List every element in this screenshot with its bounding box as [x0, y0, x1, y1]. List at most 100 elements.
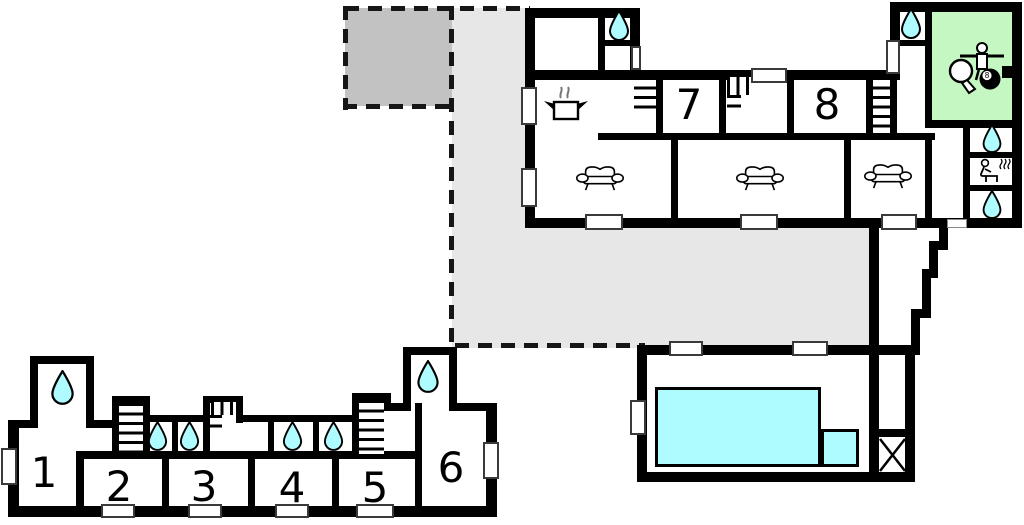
- wall: [384, 393, 391, 411]
- water-drop-icon: [982, 124, 1002, 153]
- billiard-8-ball-icon: 8: [979, 68, 1001, 90]
- water-drop-icon: [982, 190, 1002, 219]
- water-drop-icon: [608, 10, 630, 41]
- terrace-annex-square: [345, 8, 452, 106]
- hot-tub: [821, 429, 859, 467]
- wall: [30, 356, 94, 364]
- stairs-icon: [727, 95, 741, 112]
- room-8-number: 8: [813, 79, 841, 129]
- dashed-boundary: [343, 6, 348, 110]
- wall: [352, 393, 391, 400]
- wall: [268, 415, 274, 459]
- wall: [92, 420, 114, 428]
- window: [188, 504, 222, 518]
- wall: [449, 347, 457, 411]
- wall: [869, 228, 879, 482]
- stairs-icon: [210, 415, 222, 431]
- room-label-6: 6: [431, 442, 471, 492]
- sofa-icon: [736, 166, 784, 191]
- room-1-number: 1: [30, 447, 58, 497]
- wall: [598, 40, 640, 46]
- wall: [112, 396, 150, 403]
- terrace-area: [452, 224, 877, 348]
- wall: [403, 347, 411, 411]
- stairs-icon: [359, 400, 384, 454]
- wall: [970, 152, 1015, 158]
- water-drop-icon: [900, 8, 922, 39]
- window: [669, 341, 703, 356]
- wall: [112, 396, 119, 458]
- wall: [963, 128, 970, 218]
- window: [356, 504, 394, 518]
- game-room-floor: [932, 10, 1012, 120]
- wall: [148, 415, 206, 422]
- wall: [8, 420, 38, 428]
- stairs-icon: [727, 77, 753, 95]
- svg-text:8: 8: [985, 71, 990, 80]
- wall: [970, 185, 1015, 191]
- window: [792, 341, 828, 356]
- wall: [1002, 66, 1014, 78]
- window: [947, 219, 967, 228]
- dashed-boundary: [455, 343, 645, 348]
- sofa-icon: [864, 164, 912, 189]
- stepped-corridor-wall: [911, 218, 948, 355]
- swimming-pool: [655, 387, 821, 467]
- room-label-5: 5: [355, 462, 395, 512]
- wall: [172, 420, 178, 459]
- wall: [787, 72, 794, 140]
- wall: [415, 403, 422, 517]
- terrace-area: [452, 8, 530, 224]
- wall: [384, 403, 409, 411]
- wall: [525, 8, 640, 18]
- wall: [879, 429, 906, 437]
- window: [630, 400, 646, 435]
- room-2-number: 2: [105, 461, 133, 511]
- wall: [598, 133, 935, 140]
- wall: [143, 396, 150, 458]
- wall: [449, 403, 497, 411]
- wall: [30, 356, 38, 428]
- window: [521, 168, 537, 207]
- room-6-number: 6: [437, 442, 465, 492]
- room-label-7: 7: [669, 79, 709, 129]
- room-5-number: 5: [361, 462, 389, 512]
- water-drop-icon: [323, 421, 344, 451]
- stairs-icon: [211, 402, 236, 415]
- stairs-icon: [873, 77, 890, 133]
- wall: [656, 72, 663, 140]
- room-7-number: 7: [675, 79, 703, 129]
- room-label-4: 4: [272, 462, 312, 512]
- wall: [890, 2, 1022, 12]
- wall: [352, 393, 359, 459]
- water-drop-icon: [147, 421, 168, 451]
- wall: [162, 451, 169, 517]
- room-3-number: 3: [190, 461, 218, 511]
- room-label-3: 3: [184, 461, 224, 511]
- wall: [844, 140, 851, 218]
- wall: [203, 396, 210, 459]
- window: [740, 214, 778, 230]
- wall: [332, 451, 339, 517]
- window: [585, 214, 623, 230]
- room-label-1: 1: [24, 447, 64, 497]
- water-drop-icon: [282, 421, 303, 451]
- wall: [671, 140, 678, 218]
- game-room-icons: 8: [948, 42, 1004, 95]
- room-label-8: 8: [807, 79, 847, 129]
- window: [886, 40, 900, 74]
- wall: [525, 70, 900, 80]
- room-4-number: 4: [278, 462, 306, 512]
- wall: [236, 415, 355, 422]
- cross-marker-icon: [879, 438, 906, 472]
- wall: [76, 451, 84, 517]
- sofa-icon: [576, 166, 624, 191]
- dashed-boundary: [449, 6, 454, 347]
- room-label-2: 2: [99, 461, 139, 511]
- window: [101, 504, 135, 518]
- wall: [86, 356, 94, 428]
- foosball-player-icon: [960, 42, 1004, 81]
- dashed-boundary: [345, 6, 530, 11]
- stairs-icon: [119, 403, 143, 453]
